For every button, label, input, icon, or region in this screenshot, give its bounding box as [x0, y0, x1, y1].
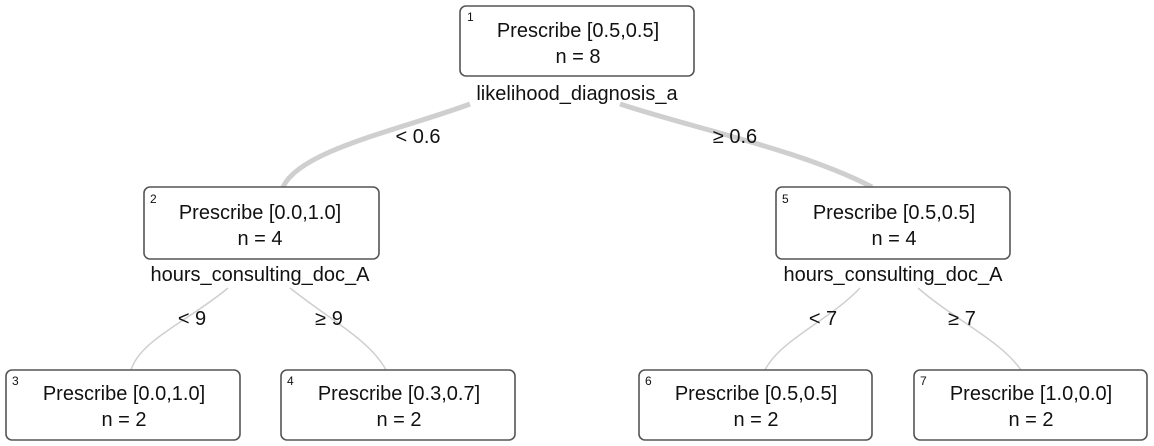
node-count: n = 4	[871, 228, 916, 250]
split-variable: hours_consulting_doc_A	[783, 264, 1003, 286]
node-count: n = 2	[733, 409, 778, 431]
edge-label-5-7: ≥ 7	[948, 308, 976, 330]
node-box	[5, 369, 241, 441]
node-box	[913, 369, 1148, 441]
edge-label-5-6: < 7	[809, 308, 837, 330]
tree-node-5: 5 Prescribe [0.5,0.5] n = 4 hours_consul…	[775, 186, 1011, 286]
tree-node-1: 1 Prescribe [0.5,0.5] n = 8 likelihood_d…	[459, 5, 695, 105]
edge-1-2	[280, 101, 471, 189]
node-id: 5	[782, 192, 789, 206]
edge-label-2-4: ≥ 9	[315, 308, 343, 330]
node-count: n = 2	[101, 409, 146, 431]
tree-node-3: 3 Prescribe [0.0,1.0] n = 2	[5, 369, 241, 441]
node-box	[638, 369, 873, 441]
node-box	[459, 5, 695, 77]
edge-5-7	[917, 287, 1022, 371]
node-box	[143, 186, 380, 260]
node-id: 2	[150, 192, 157, 206]
edge-label-1-2: < 0.6	[395, 126, 440, 148]
node-label: Prescribe [0.0,1.0]	[179, 202, 341, 224]
edge-5-6	[764, 287, 861, 371]
node-label: Prescribe [0.3,0.7]	[318, 383, 480, 405]
node-label: Prescribe [1.0,0.0]	[950, 383, 1112, 405]
node-count: n = 4	[237, 228, 282, 250]
tree-node-6: 6 Prescribe [0.5,0.5] n = 2	[638, 369, 873, 441]
node-label: Prescribe [0.5,0.5]	[675, 383, 837, 405]
edge-2-4	[289, 287, 387, 371]
tree-node-4: 4 Prescribe [0.3,0.7] n = 2	[280, 369, 516, 441]
tree-node-2: 2 Prescribe [0.0,1.0] n = 4 hours_consul…	[143, 186, 380, 286]
node-count: n = 2	[1008, 409, 1053, 431]
node-box	[775, 186, 1011, 260]
node-count: n = 8	[555, 46, 600, 68]
node-count: n = 2	[376, 409, 421, 431]
node-box	[280, 369, 516, 441]
node-label: Prescribe [0.5,0.5]	[497, 20, 659, 42]
edge-label-1-5: ≥ 0.6	[713, 126, 757, 148]
edge-label-2-3: < 9	[178, 308, 206, 330]
node-id: 3	[12, 374, 19, 388]
edge-2-3	[130, 287, 229, 371]
node-label: Prescribe [0.0,1.0]	[43, 383, 205, 405]
split-variable: likelihood_diagnosis_a	[476, 83, 678, 105]
node-label: Prescribe [0.5,0.5]	[813, 202, 975, 224]
tree-node-7: 7 Prescribe [1.0,0.0] n = 2	[913, 369, 1148, 441]
edge-1-5	[619, 101, 874, 190]
node-id: 6	[645, 374, 652, 388]
split-variable: hours_consulting_doc_A	[150, 264, 370, 286]
node-id: 7	[920, 374, 927, 388]
node-id: 1	[467, 10, 474, 24]
node-id: 4	[287, 374, 294, 388]
